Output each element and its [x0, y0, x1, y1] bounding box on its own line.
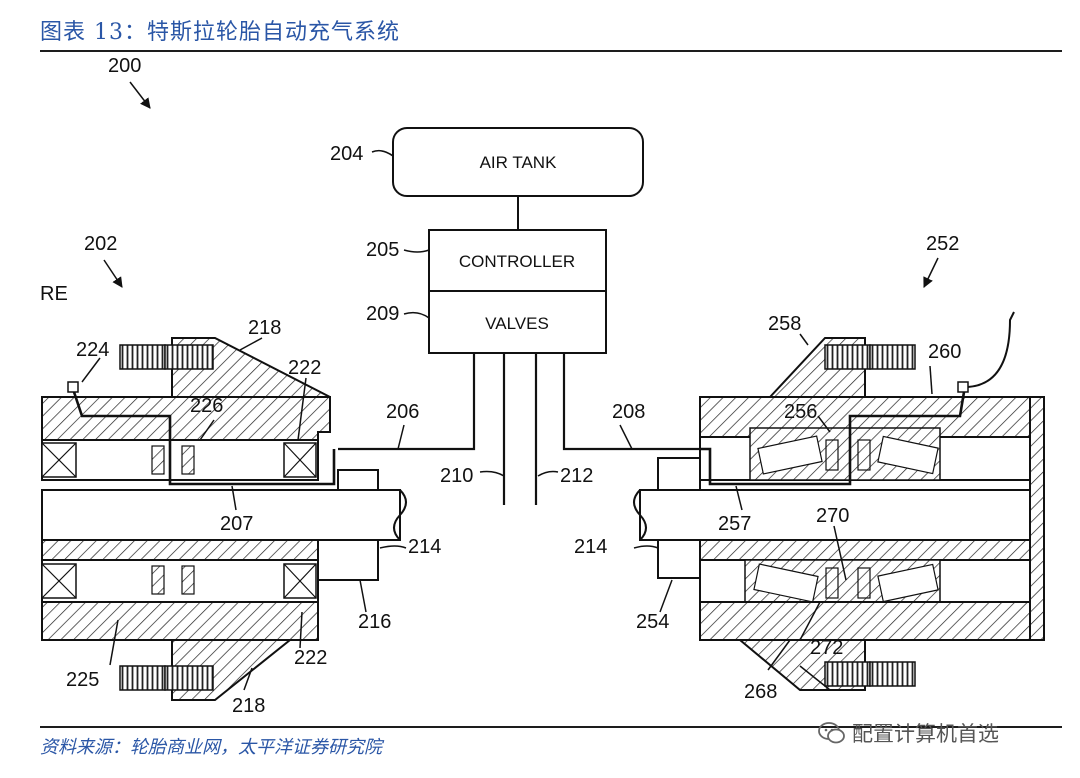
label-216: 216	[358, 611, 391, 633]
leader-lines	[81, 81, 939, 691]
figure-title: 图表 13：特斯拉轮胎自动充气系统	[40, 20, 400, 45]
air-tank-label: AIR TANK	[480, 153, 557, 172]
label-210: 210	[440, 465, 473, 487]
valves-box: VALVES	[428, 290, 607, 354]
label-252: 252	[926, 233, 959, 255]
label-260: 260	[928, 341, 961, 363]
label-218-top: 218	[248, 317, 281, 339]
label-207: 207	[220, 513, 253, 535]
left-wheel-assembly	[41, 337, 407, 701]
label-206: 206	[386, 401, 419, 423]
label-268: 268	[744, 681, 777, 703]
controller-label: CONTROLLER	[459, 252, 575, 271]
label-re: RE	[40, 283, 68, 305]
label-225: 225	[66, 669, 99, 691]
label-214-right: 214	[574, 536, 607, 558]
air-tank: AIR TANK	[392, 127, 644, 197]
label-256: 256	[784, 401, 817, 423]
right-wheel-assembly	[633, 311, 1045, 691]
top-rule	[40, 50, 1062, 52]
label-202: 202	[84, 233, 117, 255]
label-218-bottom: 218	[232, 695, 265, 717]
label-222-top: 222	[288, 357, 321, 379]
label-257: 257	[718, 513, 751, 535]
controller-box: CONTROLLER	[428, 229, 607, 292]
watermark: 配置计算机首选	[818, 718, 999, 748]
label-272: 272	[810, 637, 843, 659]
valves-label: VALVES	[485, 314, 549, 333]
label-209: 209	[366, 303, 399, 325]
label-205: 205	[366, 239, 399, 261]
label-226: 226	[190, 395, 223, 417]
label-204: 204	[330, 143, 363, 165]
label-254: 254	[636, 611, 669, 633]
bottom-rule	[40, 726, 1062, 728]
label-208: 208	[612, 401, 645, 423]
label-200: 200	[108, 55, 141, 77]
wechat-icon	[818, 722, 845, 744]
label-212: 212	[560, 465, 593, 487]
air-lines	[338, 353, 700, 505]
label-222-bottom: 222	[294, 647, 327, 669]
source-note: 资料来源：轮胎商业网，太平洋证券研究院	[40, 737, 382, 758]
label-224: 224	[76, 339, 109, 361]
watermark-text: 配置计算机首选	[852, 722, 999, 746]
reference-labels: 200 204 205 209 202 252 RE 218 224 226 2…	[40, 55, 961, 717]
label-214-left: 214	[408, 536, 441, 558]
label-270: 270	[816, 505, 849, 527]
label-258: 258	[768, 313, 801, 335]
